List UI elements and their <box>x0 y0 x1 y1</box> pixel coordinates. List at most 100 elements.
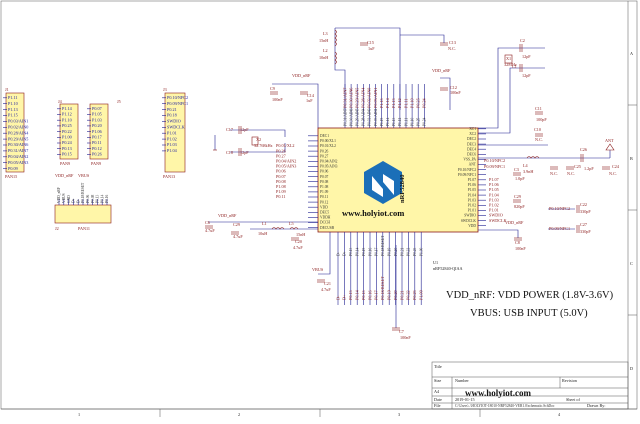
nfc1-cap-label: P0.09/NFC1 <box>549 226 570 231</box>
header-pin-label: P0.09/NFC1 <box>167 101 188 106</box>
net-label: P0.05/AIN3 <box>276 164 296 169</box>
header-pin-label: P0.28/AIN4 <box>8 130 29 135</box>
antenna-label: ANT <box>605 138 614 143</box>
vdd-network: VDD_nRF C9 100nF C14 1uF <box>270 73 319 128</box>
c22-ref: C22 <box>580 202 587 207</box>
vdd-label-top-right: VDD_nRF <box>432 68 451 73</box>
frame-col-4: 4 <box>558 412 561 417</box>
c12-ref: C12 <box>450 85 457 90</box>
c17-ref: C17 <box>226 127 233 132</box>
header-pin-label: P1.06 <box>92 129 102 134</box>
c2-value: 12pF <box>522 54 531 59</box>
net-label: P0.20 <box>393 290 398 300</box>
chip-pin-label: P0.30/AIN6 <box>349 108 353 126</box>
header-pin-label: P1.00 <box>62 135 72 140</box>
c29-ref: C29 <box>514 194 521 199</box>
chip-pin-label: ANT <box>469 163 477 167</box>
chip-pin-label: SWDCLK <box>461 219 477 223</box>
net-label: P0.23 <box>412 290 417 300</box>
chip-pin-label: SWDIO <box>464 214 476 218</box>
header-j4: J4 P1.14P1.12P1.10P0.25P0.22P1.00P0.24P0… <box>57 99 79 166</box>
net-label: P0.14 <box>355 289 360 300</box>
drawn-by-label: Drawn By: <box>587 403 606 408</box>
header-pin-label: SWDCLK <box>167 125 185 130</box>
header-pin-label: P1.10 <box>62 117 72 122</box>
chip-logo-text: nRF52840 <box>399 174 406 203</box>
c1-value: 12pF <box>522 73 531 78</box>
header-pin-label: P0.30/AIN6 <box>8 142 28 147</box>
chip-left-pins: DEC1P0.00/XL1P0.01/XL2P0.01/XL2P0.26P0.2… <box>276 134 338 230</box>
c8-ref: C8 <box>515 240 520 245</box>
net-label: P1.06 <box>489 182 499 187</box>
vbus-label: VBUS <box>312 267 324 272</box>
date-label: Date <box>434 397 442 402</box>
header-pin-label: P1.14 <box>62 106 73 111</box>
c11-value: 100pF <box>536 117 547 122</box>
chip-pin-label: P0.17 <box>375 248 379 256</box>
chip-ref: U1 <box>433 260 438 265</box>
l5-ref: L5 <box>289 221 294 226</box>
header-pin-label: P1.11 <box>8 95 18 100</box>
chip-pin-label: P0.29/AIN5 <box>356 108 360 126</box>
chip-pin-label: P1.07 <box>468 178 476 182</box>
net-label: P0.02/AIN0 <box>367 88 372 108</box>
c17-value: 12pF <box>240 127 249 132</box>
header-pin-label: P0.03/AIN1 <box>8 119 28 124</box>
c9-value: 100nF <box>272 97 283 102</box>
frame-col-1: 1 <box>78 412 80 417</box>
c23-rf-value: N.C. <box>550 171 558 176</box>
chip-pin-label: P0.08 <box>320 180 328 184</box>
header-pin-label: D- <box>76 198 80 203</box>
chip-pin-label: DEC5 <box>320 211 329 215</box>
chip-pin-label: P0.09/NFC1 <box>458 173 476 177</box>
c25-value: N.C. <box>567 171 575 176</box>
net-label: P0.22 <box>406 290 411 300</box>
net-label: P0.30/AIN6 <box>348 88 353 108</box>
chip-pin-label: P1.11 <box>404 118 408 126</box>
hf-crystal: X1 32MHz C2 12pF C1 12pF <box>478 38 545 134</box>
header-pin-label: GND <box>67 195 71 203</box>
chip-pin-label: P0.02/AIN0 <box>368 108 372 126</box>
net-label: P1.07 <box>489 177 499 182</box>
header-j3: J3 P0.10/NFC2P0.09/NFC1P0.21P0.18SWDIOSW… <box>162 87 188 179</box>
header-pin-label: P1.02 <box>167 136 177 141</box>
c26-value: 1.2pF <box>584 166 594 171</box>
chip-pin-label: P0.31/AIN7 <box>343 108 347 126</box>
header-pin-label: P1.01 <box>167 130 177 135</box>
c20-ref: C20 <box>295 239 302 244</box>
note-vdd: VDD_nRF: VDD POWER (1.8V-3.6V) <box>446 290 614 301</box>
chip-pin-label: P0.15 <box>362 248 366 256</box>
net-label: P0.15 <box>361 290 366 300</box>
net-label: P0.31/AIN7 <box>342 88 347 108</box>
chip-bottom-pins: D-D-D+D+P0.13P0.13P0.14P0.14P0.15P0.15P0… <box>335 232 424 305</box>
chip-pin-label: P0.27 <box>320 154 328 158</box>
header-pin-label: P0.18/RESET <box>81 182 85 203</box>
chip-pin-label: P0.22 <box>407 248 411 256</box>
c8-value: 100nF <box>515 246 526 251</box>
header-j2-name: PAN11 <box>78 226 90 231</box>
net-label: P0.03/AIN1 <box>373 88 378 108</box>
vdd-label-right: VDD_nRF <box>505 220 524 225</box>
header-pin-label: D+ <box>72 198 76 203</box>
header-pin-label: P0.26 <box>92 152 102 157</box>
chip-right-pins: XC1XC2DEC2DEC3DEC4DEC6VSS_PAANTP0.10/NFC… <box>458 127 507 228</box>
c2-ref: C2 <box>520 38 525 43</box>
chip-pin-label: VSS_PA <box>463 158 476 162</box>
chip-pin-label: P0.21 <box>400 248 404 256</box>
header-pin-label: P0.13 <box>96 195 100 203</box>
c13-ref: C13 <box>449 40 456 45</box>
c24-ref: C24 <box>612 164 620 169</box>
chip-pin-label: DECUSB <box>320 226 335 230</box>
net-label: P1.15 <box>379 98 384 108</box>
chip-pin-label: DEC2 <box>467 137 476 141</box>
net-label: SWDCLK <box>489 218 507 223</box>
date-value: 2019-01-15 <box>455 397 475 402</box>
net-label: P1.01 <box>489 208 499 213</box>
chip-pin-label: P1.05 <box>468 188 476 192</box>
chip-pin-label: P1.15 <box>380 118 384 126</box>
chip-pin-label: P0.07 <box>320 175 328 179</box>
chip-pin-label: P0.04/AIN2 <box>320 160 338 164</box>
l1-ref: L1 <box>262 221 267 226</box>
header-pin-label: P0.02/AIN0 <box>8 125 28 130</box>
